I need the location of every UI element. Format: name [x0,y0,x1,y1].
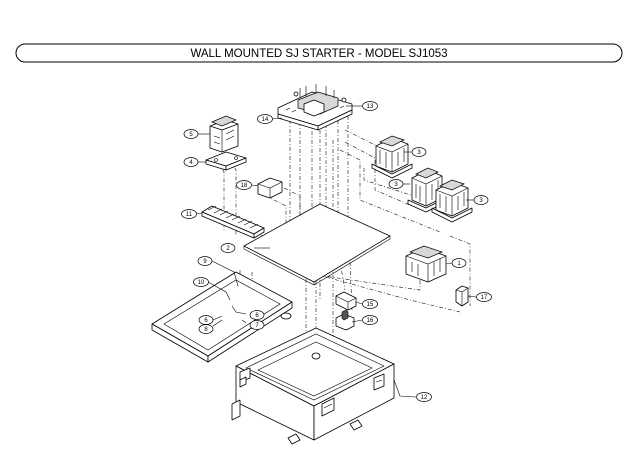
part-5-contactor [209,115,239,153]
callout-12: 12 [416,392,432,402]
callout-1: 1 [451,258,467,268]
callout-5-label: 5 [189,132,193,138]
callout-16-label: 16 [367,318,374,324]
callout-15: 15 [362,299,378,309]
callout-18-label: 18 [241,183,248,189]
callout-2: 2 [220,243,236,253]
callout-7-label: 7 [255,323,259,329]
callout-3c: 3 [473,195,489,205]
part-18-module [257,177,283,199]
callout-4-label: 4 [189,160,193,166]
callouts: 1 2 3 3 3 4 5 6 [181,101,492,402]
part-3-transformer-b [407,167,447,213]
part-12-enclosure-box [231,327,395,445]
callout-3c-label: 3 [479,198,483,204]
callout-14-label: 14 [262,117,269,123]
enclosure-door [151,271,293,363]
callout-2-label: 2 [226,246,230,252]
callout-3a: 3 [411,147,427,157]
callout-3b: 3 [388,179,404,189]
callout-7: 7 [249,320,265,330]
callout-16: 16 [362,315,378,325]
part-15-bracket [335,291,357,311]
title-banner: WALL MOUNTED SJ STARTER - MODEL SJ1053 [15,43,623,63]
part-11-terminal-strip [201,205,265,239]
callout-11-label: 11 [186,212,193,218]
callout-17-label: 17 [481,295,488,301]
callout-4: 4 [183,157,199,167]
part-1-relay-block [405,245,447,283]
part-13-14-top-plate-assembly [277,84,353,131]
callout-8-label: 8 [204,327,208,333]
part-4-contactor-base [205,151,247,171]
callout-5: 5 [183,129,199,139]
callout-14: 14 [257,114,273,124]
part-3-transformer-a [371,135,413,179]
callout-3b-label: 3 [394,182,398,188]
callout-11: 11 [181,209,197,219]
callout-9-label: 9 [203,259,207,265]
callout-1-label: 1 [457,261,461,267]
callout-6a: 6 [249,310,265,320]
callout-6b-label: 6 [204,318,208,324]
callout-18: 18 [236,180,252,190]
callout-6b: 6 [198,315,214,325]
part-17-component [455,285,469,307]
callout-10-label: 10 [198,280,205,286]
callout-15-label: 15 [367,302,374,308]
callout-10: 10 [193,277,209,287]
callout-6a-label: 6 [255,313,259,319]
diagram-title: WALL MOUNTED SJ STARTER - MODEL SJ1053 [190,48,447,60]
part-2-back-panel [243,203,391,286]
leader-lines [195,105,477,398]
callout-17: 17 [476,292,492,302]
part-3-transformer-c [431,179,473,223]
callout-9: 9 [197,256,213,266]
callout-13: 13 [362,101,378,111]
callout-8: 8 [198,324,214,334]
callout-3a-label: 3 [417,150,421,156]
callout-13-label: 13 [367,104,374,110]
part-16-switch [335,309,355,331]
callout-12-label: 12 [421,395,428,401]
